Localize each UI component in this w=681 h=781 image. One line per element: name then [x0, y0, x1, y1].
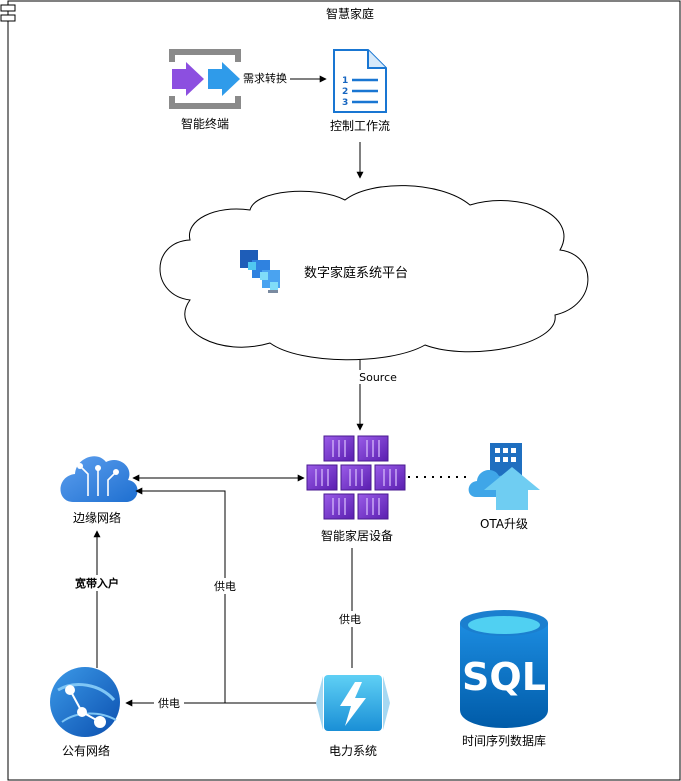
ota-upgrade-label: OTA升级: [480, 517, 528, 531]
edge-power-left-label: 供电: [214, 579, 236, 593]
frame-title: 智慧家庭: [326, 6, 374, 21]
tsdb-label: 时间序列数据库: [462, 733, 546, 748]
edge-source: Source: [356, 360, 400, 431]
platform-icon: [240, 250, 280, 293]
ota-upgrade-icon[interactable]: [468, 443, 540, 510]
edge-broadband: 宽带入户: [72, 530, 122, 668]
container-grid-icon[interactable]: [306, 435, 406, 520]
edge-power-devices: 供电: [336, 548, 366, 668]
sql-icon-text: SQL: [462, 655, 546, 699]
edge-power-mid-label: 供电: [339, 612, 361, 626]
control-workflow-label: 控制工作流: [330, 119, 390, 133]
edge-source-label: Source: [359, 371, 397, 384]
svg-text:2: 2: [342, 87, 348, 97]
edge-demand-conversion-label: 需求转换: [243, 71, 287, 85]
svg-text:1: 1: [342, 76, 348, 86]
smart-terminal-label: 智能终端: [181, 116, 229, 131]
public-network-label: 公有网络: [62, 743, 110, 758]
sql-database-icon[interactable]: SQL: [460, 610, 548, 728]
edge-power-to-edge-network: 供电: [135, 487, 239, 703]
platform-cloud[interactable]: [159, 185, 589, 361]
edge-power-to-public: 供电: [125, 695, 318, 711]
lightning-icon[interactable]: [316, 675, 390, 731]
document-icon[interactable]: 1 2 3: [333, 49, 387, 113]
globe-icon[interactable]: [50, 667, 120, 737]
edge-network-label: 边缘网络: [73, 510, 121, 525]
smart-terminal-icon[interactable]: [169, 49, 241, 109]
power-system-label: 电力系统: [329, 744, 377, 758]
edge-power-bottom-label: 供电: [158, 696, 180, 710]
edge-broadband-label: 宽带入户: [74, 576, 119, 590]
platform-label: 数字家庭系统平台: [304, 265, 408, 281]
edge-demand-conversion: 需求转换: [240, 70, 327, 86]
edge-network-icon[interactable]: [60, 456, 138, 502]
smart-devices-label: 智能家居设备: [321, 528, 393, 543]
svg-text:3: 3: [342, 98, 348, 108]
